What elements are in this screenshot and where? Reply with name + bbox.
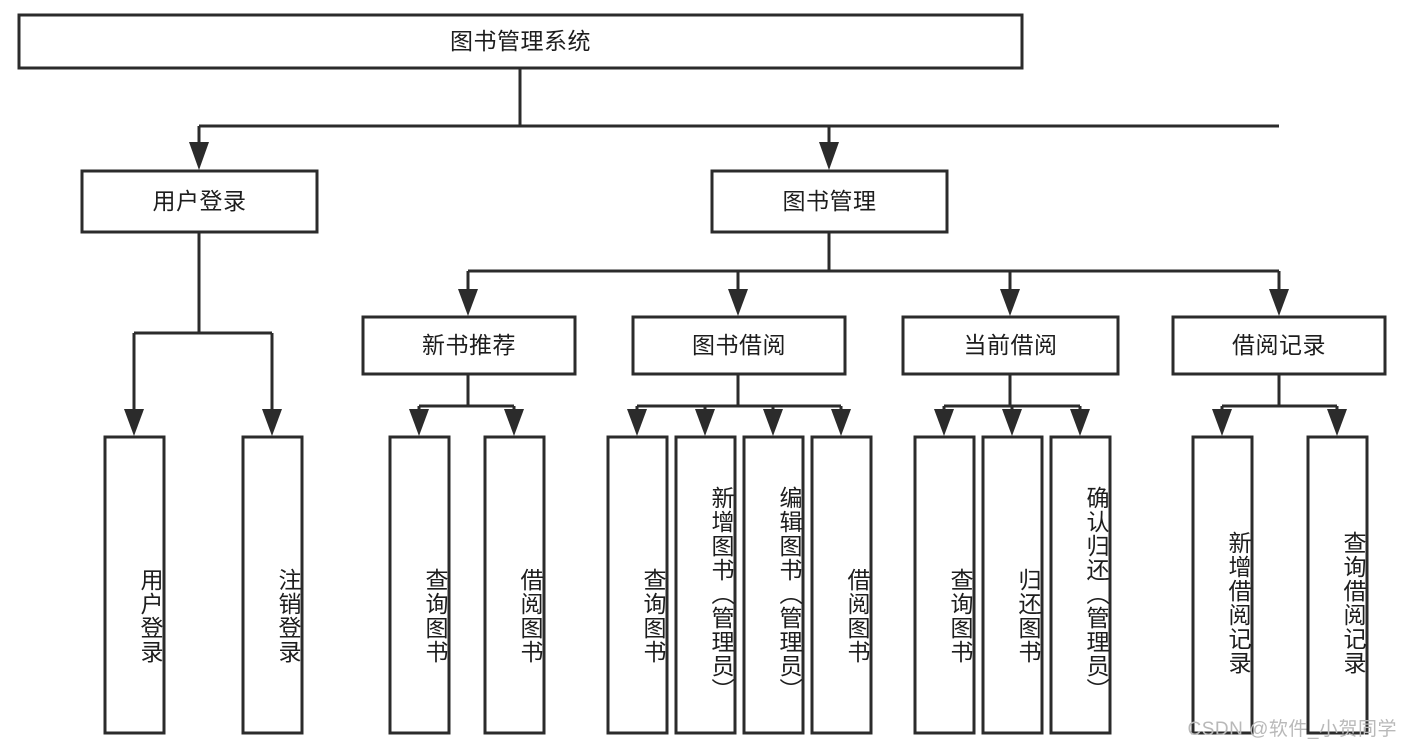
arrow-head-icon [458,289,478,316]
node-box-leaf-query-record[interactable] [1306,435,1369,735]
connector-bookborrow-to-leaves [627,374,851,436]
arrow-head-icon [1212,409,1232,436]
arrow-head-icon [1327,409,1347,436]
node-box-book-borrow[interactable] [631,315,847,376]
node-box-leaf-edit-book[interactable] [742,435,805,735]
node-box-leaf-query-book-1[interactable] [388,435,451,735]
node-box-leaf-query-book-2[interactable] [606,435,669,735]
node-box-current-borrow[interactable] [901,315,1120,376]
connector-bookmanage-to-level3 [458,232,1289,316]
node-box-book-manage[interactable] [710,169,949,234]
connector-currentborrow-to-leaves [934,374,1090,436]
node-box-leaf-add-record[interactable] [1191,435,1254,735]
arrow-head-icon [831,409,851,436]
arrow-head-icon [124,409,144,436]
node-box-new-book-recommend[interactable] [361,315,577,376]
arrow-head-icon [409,409,429,436]
node-box-root[interactable] [17,13,1024,70]
arrow-head-icon [819,142,839,170]
arrow-head-icon [934,409,954,436]
node-box-leaf-return-book[interactable] [981,435,1044,735]
connector-newbook-to-leaves [409,374,524,436]
node-box-leaf-confirm-return[interactable] [1049,435,1112,735]
arrow-head-icon [695,409,715,436]
arrow-head-icon [627,409,647,436]
node-box-leaf-borrow-book-1[interactable] [483,435,546,735]
connector-borrowrecord-to-leaves [1212,374,1347,436]
node-box-leaf-user-logout[interactable] [241,435,304,735]
node-box-leaf-query-book-3[interactable] [913,435,976,735]
arrow-head-icon [1269,289,1289,316]
arrow-head-icon [262,409,282,436]
node-box-borrow-record[interactable] [1171,315,1387,376]
arrow-head-icon [1000,289,1020,316]
watermark-text: CSDN @软件_小贺同学 [1187,719,1397,740]
connector-userlogin-to-leaves [124,232,282,436]
node-box-user-login[interactable] [80,169,319,234]
node-box-leaf-user-login[interactable] [103,435,166,735]
arrow-head-icon [1002,409,1022,436]
arrow-head-icon [728,289,748,316]
arrow-head-icon [189,142,209,170]
connector-root-to-level2 [189,68,1279,170]
arrow-head-icon [1070,409,1090,436]
node-box-leaf-borrow-book-2[interactable] [810,435,873,735]
arrow-head-icon [504,409,524,436]
node-box-leaf-add-book[interactable] [674,435,737,735]
arrow-head-icon [763,409,783,436]
